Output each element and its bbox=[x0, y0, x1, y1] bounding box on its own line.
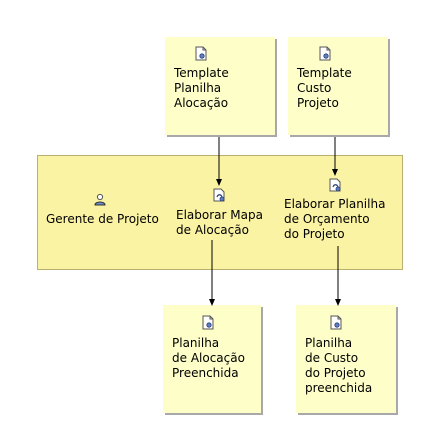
swimlane-gerente-de-projeto bbox=[37, 155, 403, 270]
artifact-template-planilha-alocacao[interactable]: Template Planilha Alocação bbox=[165, 37, 275, 135]
document-icon bbox=[330, 315, 342, 330]
artifact-label: Planilha de Custo do Projeto preenchida bbox=[305, 336, 373, 395]
artifact-template-custo-projeto[interactable]: Template Custo Projeto bbox=[288, 37, 388, 135]
artifact-label: Template Custo Projeto bbox=[297, 66, 352, 110]
task-icon bbox=[213, 188, 225, 202]
arrow-head bbox=[216, 179, 222, 186]
artifact-label: Planilha de Alocação Preenchida bbox=[172, 336, 245, 380]
task-elaborar-mapa-de-alocacao[interactable]: Elaborar Mapa de Alocação bbox=[176, 208, 263, 237]
arrow-head bbox=[332, 169, 338, 176]
artifact-planilha-de-alocacao-preenchida[interactable]: Planilha de Alocação Preenchida bbox=[163, 305, 261, 413]
artifact-label: Template Planilha Alocação bbox=[174, 66, 229, 110]
arrow-head bbox=[335, 299, 341, 306]
task-elaborar-planilha-de-orcamento[interactable]: Elaborar Planilha de Orçamento do Projet… bbox=[284, 197, 386, 241]
task-icon bbox=[329, 178, 341, 192]
document-icon bbox=[202, 315, 214, 330]
artifact-planilha-de-custo-preenchida[interactable]: Planilha de Custo do Projeto preenchida bbox=[296, 305, 396, 413]
arrow-head bbox=[209, 299, 215, 306]
document-icon bbox=[319, 46, 331, 61]
person-icon bbox=[94, 193, 106, 206]
role-label: Gerente de Projeto bbox=[46, 212, 159, 226]
document-icon bbox=[195, 46, 207, 61]
